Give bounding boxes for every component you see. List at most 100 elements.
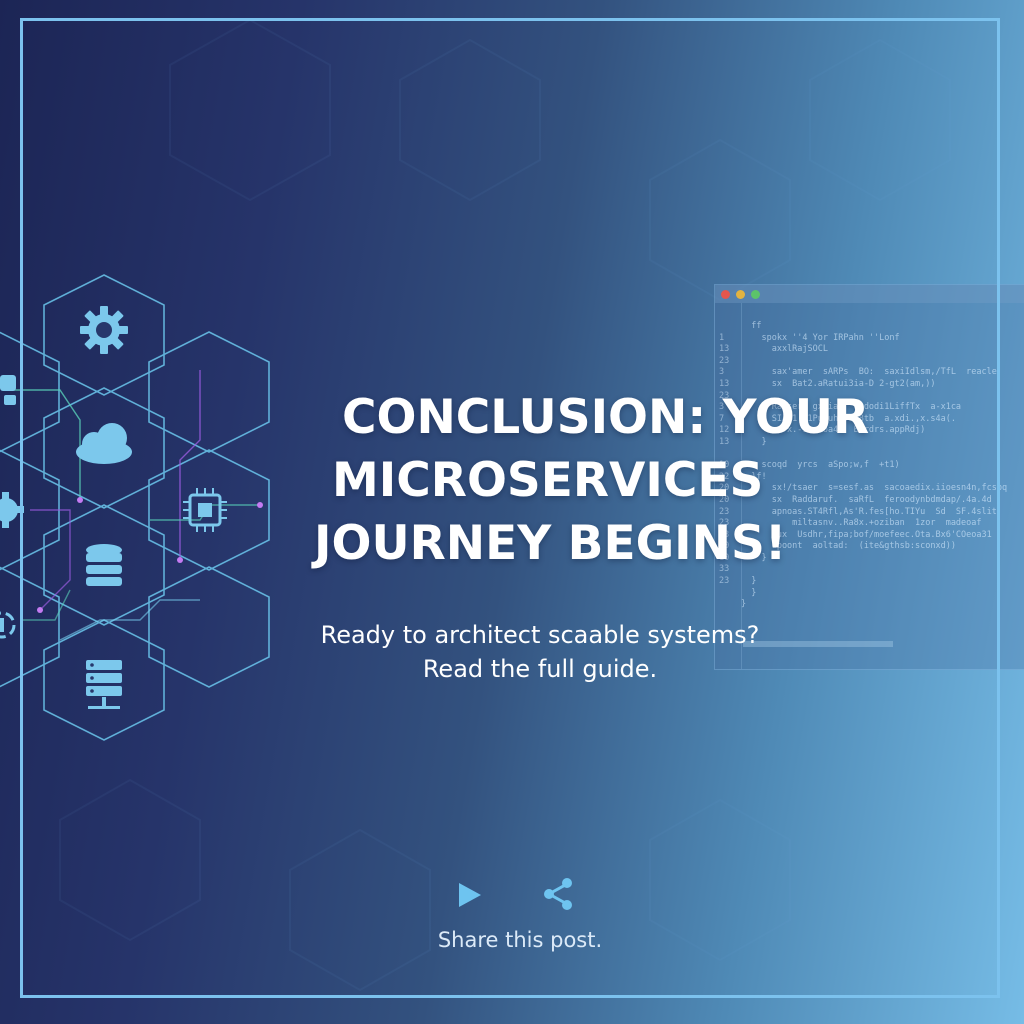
line-number: 10 (719, 541, 730, 552)
share-text[interactable]: Share this post. (437, 928, 603, 952)
code-text: } (741, 576, 757, 587)
code-text: dpoont aoltad: (ite&gthsb:sconxd)) (741, 541, 956, 552)
close-dot (721, 290, 730, 299)
database-icon (86, 544, 122, 586)
share-icon[interactable] (540, 876, 576, 912)
line-number: 3 (719, 367, 725, 378)
partial-chat-icon (0, 375, 16, 405)
line-number: 1 (719, 332, 725, 343)
code-text: scoqd yrcs aSpo;w,f +t1) (741, 460, 900, 471)
code-line: 10 scoqd yrcs aSpo;w,f +t1) (715, 460, 1024, 472)
line-number: 33 (719, 564, 730, 575)
code-scrollbar (743, 641, 893, 647)
partial-sync-icon (0, 611, 16, 639)
line-number: 3 (719, 402, 725, 413)
partial-gear-icon (0, 492, 24, 528)
line-number: 23 (719, 529, 730, 540)
line-number: 23 (719, 506, 730, 517)
code-line: 33 (715, 564, 1024, 576)
page-title: CONCLUSION: YOUR MICROSERVICES JOURNEY B… (300, 386, 869, 575)
code-text: sx!/tsaer s=sesf.as sacoaedix.iioesn4n,f… (741, 483, 1008, 494)
line-number: 23 (719, 518, 730, 529)
play-icon[interactable] (456, 880, 484, 910)
code-line: 20 sx!/tsaer s=sesf.as sacoaedix.iioesn4… (715, 483, 1024, 495)
code-line: 23 miltasnv..Ra8x.+oziban 1zor madeoaf (715, 518, 1024, 530)
chip-icon (183, 488, 227, 532)
server-icon (86, 660, 122, 709)
subtitle-line-1: Ready to architect scaable systems? (320, 621, 760, 649)
code-line: 13 } (715, 437, 1024, 449)
code-text: sux Usdhr,fipa;bof/moefeec.Ota.Bx6'COeoa… (741, 529, 992, 540)
code-line: 10 } (715, 553, 1024, 565)
code-line: 3 Rapser gxniam apdodi1LiffTx a-x1ca (715, 402, 1024, 414)
line-number: 10 (719, 460, 730, 471)
line-number: 12 (719, 425, 730, 436)
code-text: porx.-1r.aoa41 BCrdrs.appRdj) (741, 425, 926, 436)
code-line: 23 (715, 391, 1024, 403)
line-number: 13 (719, 344, 730, 355)
hex-gear (43, 274, 165, 396)
code-text: miltasnv..Ra8x.+oziban 1zor madeoaf (741, 518, 982, 529)
code-line: 10 dpoont aoltad: (ite&gthsb:sconxd)) (715, 541, 1024, 553)
code-line: 3 sax'amer sARPs BO: saxiIdlsm,/TfL reac… (715, 367, 1024, 379)
line-number: 10 (719, 552, 730, 563)
code-text: sx Bat2.aRatui3ia-D 2-gt2(am,)) (741, 378, 936, 389)
code-line: 13 sx Bat2.aRatui3ia-D 2-gt2(am,)) (715, 379, 1024, 391)
code-line: 23 } (715, 576, 1024, 588)
minimize-dot (736, 290, 745, 299)
code-line: 7 SIA.1.41Pu-uha;1-8tb a.xdi.,x.s4a(. (715, 414, 1024, 426)
maximize-dot (751, 290, 760, 299)
code-text: } (741, 587, 757, 598)
code-line: 23 (715, 356, 1024, 368)
code-line: ff (715, 321, 1024, 333)
code-text: sx Raddaruf. saRfL feroodynbdmdap/.4a.4d (741, 494, 992, 505)
code-text: axxlRajSOCL (741, 344, 828, 355)
title-line-3: JOURNEY BEGINS! (314, 516, 787, 571)
code-line: 20 sx Raddaruf. saRfL feroodynbdmdap/.4a… (715, 495, 1024, 507)
subtitle: Ready to architect scaable systems? Read… (220, 618, 860, 686)
code-text: } (741, 552, 767, 563)
code-text: } (741, 436, 767, 447)
code-line: } (715, 588, 1024, 600)
line-number: 13 (719, 378, 730, 389)
hex-mid-right (148, 566, 270, 688)
title-line-2: MICROSERVICES (332, 453, 764, 508)
line-number: 23 (719, 390, 730, 401)
hex-chip (148, 449, 270, 571)
line-number: 23 (719, 576, 730, 587)
hex-left-1 (0, 331, 60, 453)
code-titlebar (715, 285, 1024, 303)
code-line: 22 }f! (715, 472, 1024, 484)
hex-cloud (43, 387, 165, 509)
code-line: } (715, 599, 1024, 611)
code-text: spokx ''4 Yor IRPahn ''Lonf (741, 332, 900, 343)
line-number: 22 (719, 471, 730, 482)
code-text: SIA.1.41Pu-uha;1-8tb a.xdi.,x.s4a(. (741, 413, 956, 424)
hex-server (43, 619, 165, 741)
code-line: 23 apnoas.ST4Rfl,As'R.fes[ho.TIYu Sd SF.… (715, 507, 1024, 519)
line-number: 20 (719, 494, 730, 505)
code-text: apnoas.ST4Rfl,As'R.fes[ho.TIYu Sd SF.4sl… (741, 506, 997, 517)
hexagon-tech-cluster (0, 274, 270, 741)
subtitle-line-2[interactable]: Read the full guide. (422, 655, 658, 683)
code-line: 12 porx.-1r.aoa41 BCrdrs.appRdj) (715, 425, 1024, 437)
code-line: 23 sux Usdhr,fipa;bof/moefeec.Ota.Bx6'CO… (715, 530, 1024, 542)
gear-icon (80, 306, 128, 354)
hex-left-3 (0, 566, 60, 688)
code-text: Rapser gxniam apdodi1LiffTx a-x1ca (741, 402, 962, 413)
cloud-icon (76, 423, 132, 464)
hex-top-right (148, 331, 270, 453)
code-line: 13 axxlRajSOCL (715, 344, 1024, 356)
hex-database (43, 504, 165, 626)
code-text: } (741, 599, 747, 610)
line-number: 23 (719, 355, 730, 366)
hex-left-2 (0, 449, 60, 571)
code-gutter (715, 303, 742, 669)
line-number: 13 (719, 436, 730, 447)
code-text: sax'amer sARPs BO: saxiIdlsm,/TfL reacle (741, 367, 997, 378)
code-line: 1 spokx ''4 Yor IRPahn ''Lonf (715, 333, 1024, 345)
line-number: 7 (719, 413, 725, 424)
